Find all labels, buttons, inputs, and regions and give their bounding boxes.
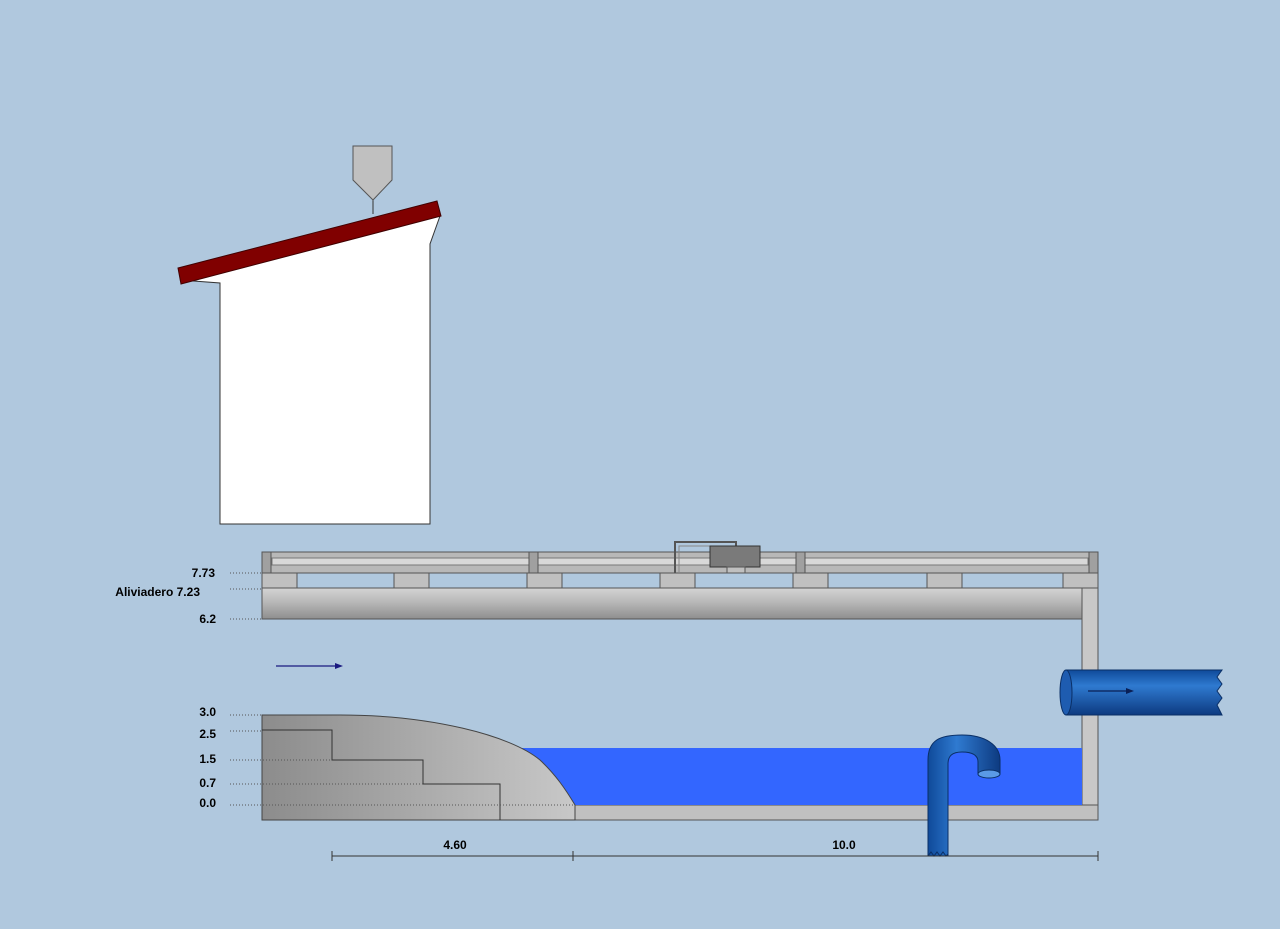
outlet-pipe-body [1065, 669, 1223, 716]
rail-post [261, 551, 272, 574]
level-label-0: 0.0 [199, 796, 216, 810]
rail-post [1088, 551, 1099, 574]
beam-supports [261, 572, 1099, 589]
level-label-0-7: 0.7 [199, 776, 216, 790]
support-block [526, 572, 563, 589]
gate-actuator [674, 541, 761, 574]
support-block [659, 572, 696, 589]
building [177, 145, 442, 525]
weir-steps [262, 729, 501, 820]
level-label-roof: 6.2 [199, 612, 216, 626]
rail-post [795, 551, 806, 574]
dimension-tank-length: 10.0 [832, 838, 856, 852]
actuator-foot [726, 566, 746, 574]
roof-bar [177, 200, 442, 285]
actuator-bracket [674, 541, 737, 573]
roof-slab [261, 587, 1083, 620]
suction-pipe-break [927, 851, 949, 857]
support-block [1062, 572, 1099, 589]
level-sensor-icon [352, 145, 393, 201]
actuator-box [709, 545, 761, 568]
suction-pipe [927, 734, 1001, 857]
dimension-line: 4.60 10.0 [331, 838, 1099, 861]
rail-post [528, 551, 539, 574]
support-block [393, 572, 430, 589]
level-guides [230, 572, 575, 806]
level-label-top: 7.73 [192, 566, 216, 580]
level-label-3: 3.0 [199, 705, 216, 719]
weir-block [261, 714, 576, 821]
top-rail [261, 551, 1099, 574]
support-block [261, 572, 298, 589]
outlet-pipe-mouth [1059, 669, 1073, 716]
arrow-right-icon [1088, 688, 1134, 694]
support-block [926, 572, 963, 589]
support-block [792, 572, 829, 589]
level-label-2-5: 2.5 [199, 727, 216, 741]
outlet-pipe [1059, 669, 1223, 716]
rail-inner [271, 557, 1089, 566]
arrow-right-icon [276, 663, 343, 669]
level-label-spillway: Aliviadero 7.23 [115, 585, 200, 599]
level-label-1-5: 1.5 [199, 752, 216, 766]
dimension-weir-length: 4.60 [443, 838, 467, 852]
suction-pipe-mouth [977, 769, 1001, 779]
level-labels: 7.73 Aliviadero 7.23 6.2 3.0 2.5 1.5 0.7… [115, 566, 216, 810]
